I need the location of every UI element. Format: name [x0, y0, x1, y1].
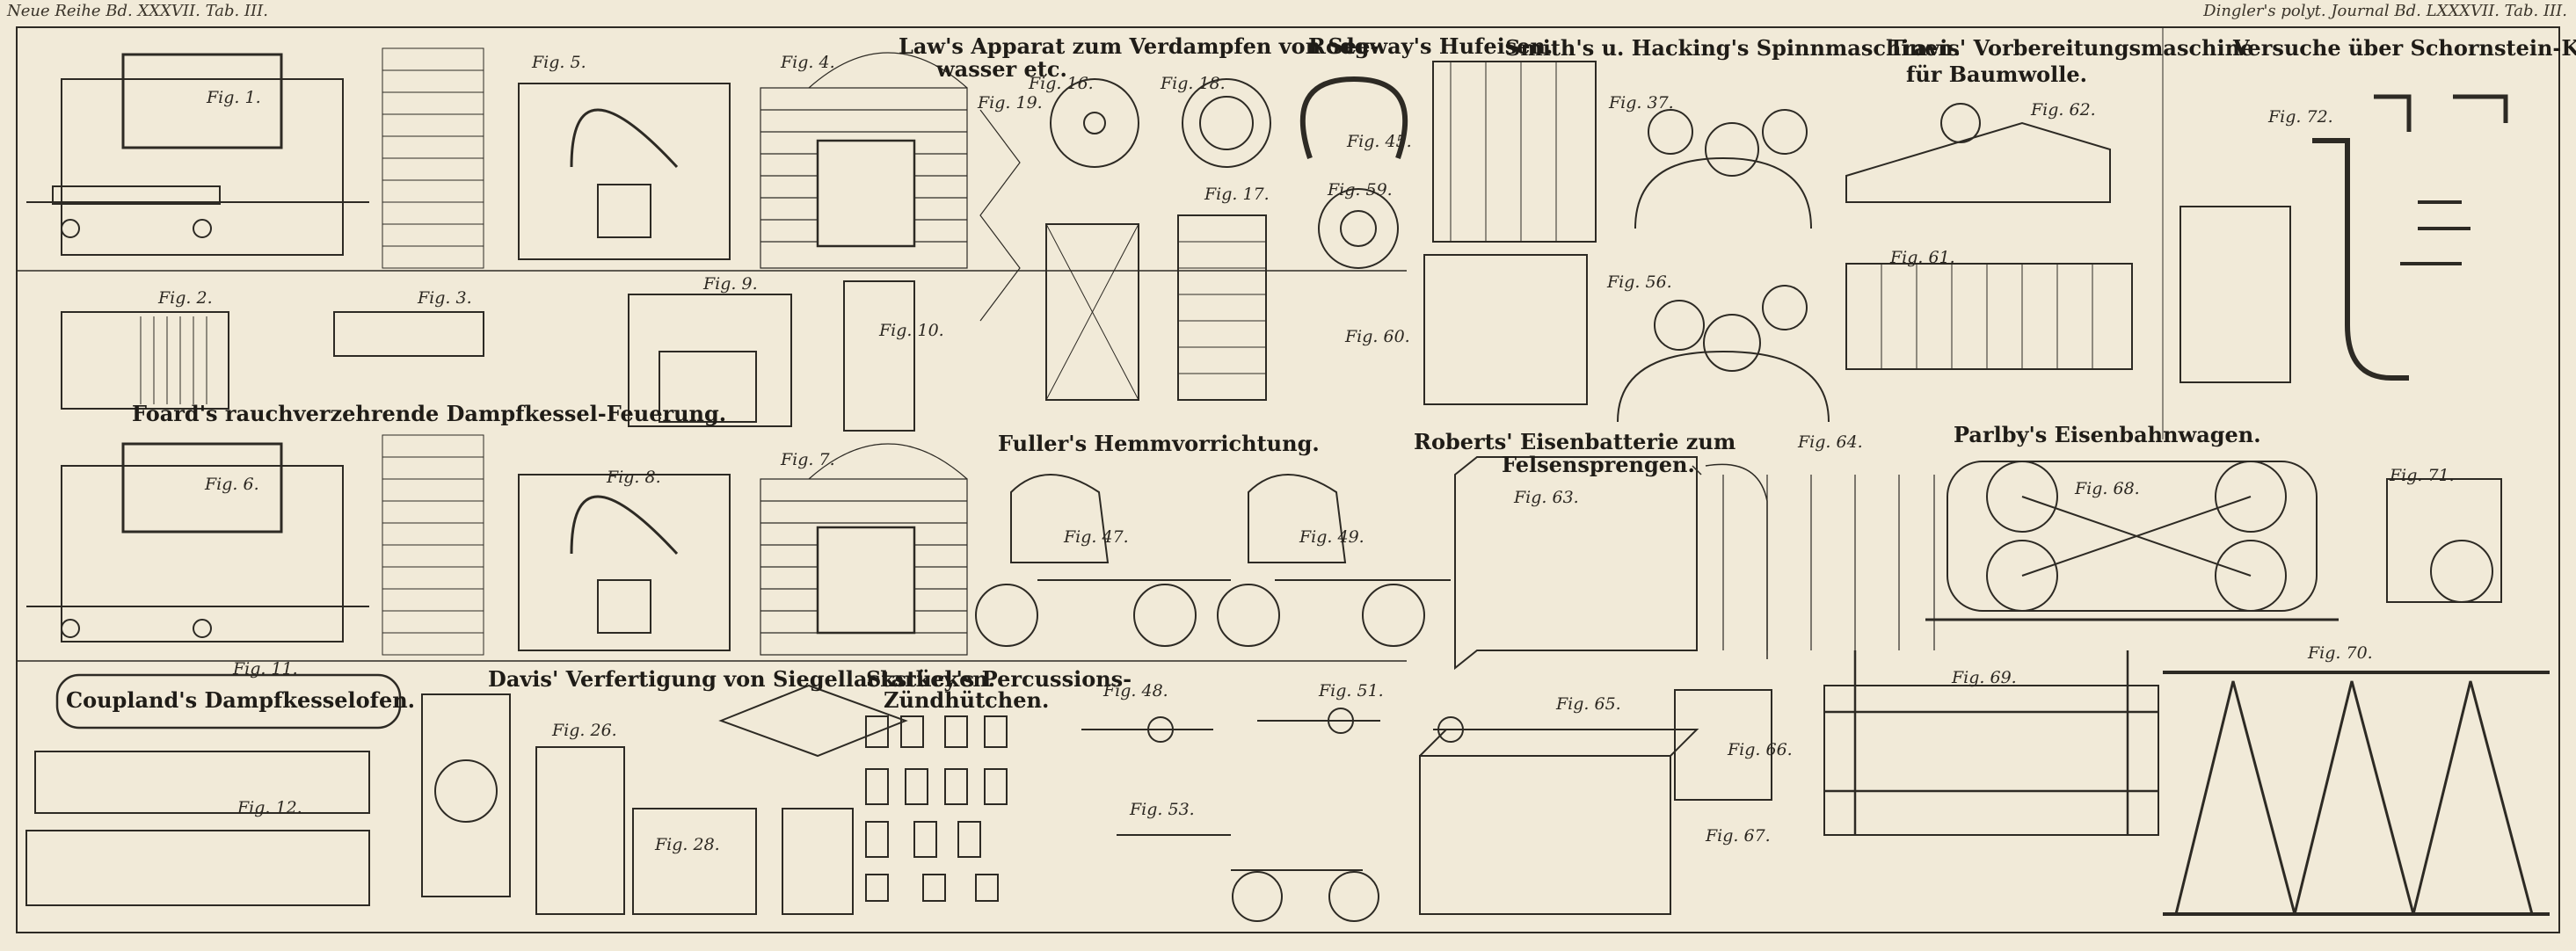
- fig-label-71: Fig. 71.: [2390, 466, 2455, 485]
- fig-label-7: Fig. 7.: [781, 450, 835, 469]
- fig-label-51: Fig. 51.: [1319, 681, 1384, 701]
- title-starkey-2: Zündhütchen.: [884, 687, 1050, 713]
- fig1-drawing: [26, 54, 369, 255]
- fig-label-1: Fig. 1.: [207, 88, 261, 107]
- title-rodgway: Rodgway's Hufeisen.: [1308, 33, 1554, 59]
- title-smith: Smith's u. Hacking's Spinnmaschinen.: [1505, 35, 1961, 61]
- title-parlby: Parlby's Eisenbahnwagen.: [1954, 422, 2261, 447]
- chimney-caps-drawing: [2180, 97, 2506, 382]
- fig-label-70: Fig. 70.: [2308, 643, 2373, 663]
- brick-chimney-lower: [382, 435, 484, 655]
- title-coupland: Coupland's Dampfkesselofen.: [66, 687, 416, 713]
- header-right: Dingler's polyt. Journal Bd. LXXXVII. Ta…: [2203, 2, 2567, 20]
- plate-frame: [16, 26, 2560, 933]
- title-davis: Davis' Verfertigung von Siegellackstücke…: [488, 666, 996, 692]
- fig-label-19: Fig. 19.: [978, 93, 1043, 113]
- fig-label-64: Fig. 64.: [1798, 432, 1863, 452]
- spinning-machines-drawing: [1424, 62, 1829, 422]
- fig-label-72: Fig. 72.: [2268, 107, 2333, 127]
- fig-label-66: Fig. 66.: [1728, 740, 1793, 759]
- fig-label-65: Fig. 65.: [1556, 694, 1621, 714]
- fig-label-67: Fig. 67.: [1706, 826, 1771, 846]
- roberts-battery-drawing: [1455, 457, 1934, 668]
- fig-label-48: Fig. 48.: [1103, 681, 1168, 701]
- fig2-drawing: [62, 312, 229, 409]
- title-fuller: Fuller's Hemmvorrichtung.: [998, 431, 1320, 456]
- title-starkey: Starkey's Percussions-: [866, 666, 1132, 692]
- fig-label-53: Fig. 53.: [1130, 800, 1195, 819]
- coupland-boiler-drawing: [26, 675, 400, 905]
- parlby-carriage-drawing: [1925, 461, 2339, 620]
- fig66-drawing: [1675, 690, 1772, 800]
- fig-label-69: Fig. 69.: [1952, 668, 2017, 687]
- fig-label-4: Fig. 4.: [781, 53, 835, 72]
- title-law: Law's Apparat zum Verdampfen von See-: [899, 33, 1379, 59]
- fig-label-61: Fig. 61.: [1890, 248, 1955, 267]
- fig9-drawing: [629, 294, 791, 426]
- title-roberts: Roberts' Eisenbatterie zum: [1414, 429, 1736, 454]
- fig-label-9: Fig. 9.: [703, 274, 758, 294]
- fig-label-63: Fig. 63.: [1514, 488, 1579, 507]
- fig5-drawing: [519, 83, 730, 259]
- fig-label-11: Fig. 11.: [233, 659, 298, 679]
- brake-parts-drawing: [1081, 708, 1380, 921]
- fig7-drawing: [760, 444, 967, 655]
- fig-label-68: Fig. 68.: [2075, 479, 2140, 498]
- fig8-drawing: [519, 475, 730, 650]
- fuller-carriages-drawing: [976, 475, 1451, 646]
- fig3-drawing: [334, 312, 484, 356]
- brick-chimney-upper: [382, 48, 484, 268]
- starkey-caps-drawing: [866, 716, 1007, 901]
- fig-label-12: Fig. 12.: [237, 798, 302, 817]
- fig-label-59: Fig. 59.: [1328, 180, 1393, 200]
- fig71-drawing: [2387, 479, 2501, 602]
- fig-label-37: Fig. 37.: [1609, 93, 1674, 113]
- header-left: Neue Reihe Bd. XXXVII. Tab. III.: [7, 2, 268, 20]
- title-law-2: wasser etc.: [936, 56, 1067, 82]
- fig-label-28: Fig. 28.: [655, 835, 720, 854]
- fig-label-45: Fig. 45.: [1347, 132, 1412, 151]
- law-apparatus-drawing: [980, 79, 1270, 400]
- fig-label-26: Fig. 26.: [552, 721, 617, 740]
- fig4-drawing: [760, 53, 967, 268]
- title-travis-2: für Baumwolle.: [1906, 62, 2087, 87]
- fig-label-16: Fig. 16.: [1029, 74, 1094, 93]
- title-travis: Travis' Vorbereitungsmaschine: [1888, 35, 2254, 61]
- fig-label-8: Fig. 8.: [607, 468, 661, 487]
- fig-label-18: Fig. 18.: [1161, 74, 1226, 93]
- fig-label-2: Fig. 2.: [158, 288, 213, 308]
- fig-label-56: Fig. 56.: [1607, 272, 1672, 292]
- fig6-drawing: [26, 444, 369, 642]
- fig65-drawing: [1420, 717, 1697, 914]
- title-roberts-2: Felsensprengen.: [1502, 452, 1695, 477]
- title-versuche: Versuche über Schornstein-Kappen.: [2233, 35, 2576, 61]
- fig69-frame-drawing: [1824, 650, 2158, 835]
- fig-label-60: Fig. 60.: [1345, 327, 1410, 346]
- fig-label-3: Fig. 3.: [418, 288, 472, 308]
- fig-label-10: Fig. 10.: [879, 321, 944, 340]
- fig-label-47: Fig. 47.: [1064, 527, 1129, 547]
- davis-drawing: [422, 686, 906, 914]
- fig-label-5: Fig. 5.: [532, 53, 586, 72]
- fig70-truss-drawing: [2163, 672, 2550, 914]
- horseshoe-drawing: [1303, 79, 1405, 268]
- fig10-drawing: [844, 281, 914, 431]
- travis-machine-drawing: [1846, 104, 2132, 369]
- fig-label-6: Fig. 6.: [205, 475, 259, 494]
- fig-label-49: Fig. 49.: [1299, 527, 1364, 547]
- fig-label-17: Fig. 17.: [1204, 185, 1270, 204]
- title-foard: Foard's rauchverzehrende Dampfkessel-Feu…: [132, 401, 727, 426]
- fig-label-62: Fig. 62.: [2031, 100, 2096, 120]
